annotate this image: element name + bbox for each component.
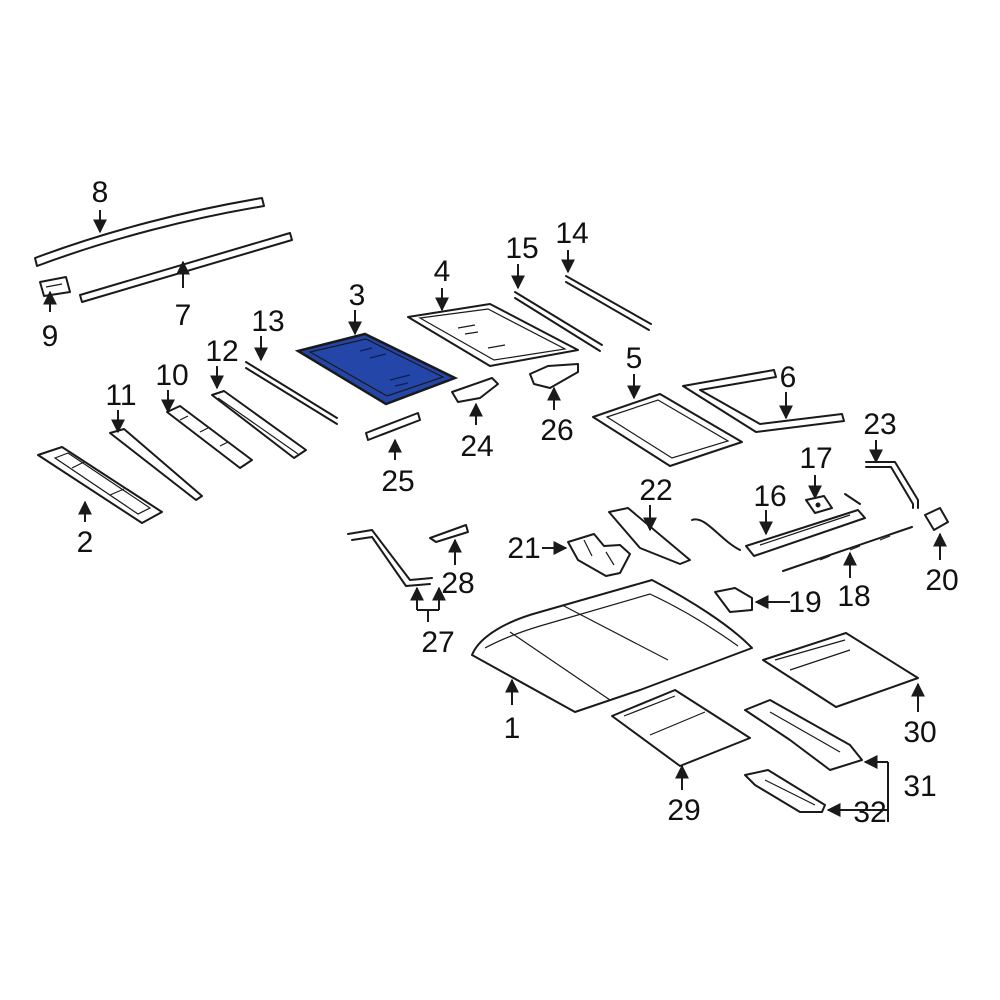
part-2-rear-glass[interactable]	[37, 446, 163, 524]
part-14-seal[interactable]	[565, 275, 652, 331]
part-8-roof-molding[interactable]	[34, 197, 265, 267]
part-28-bracket[interactable]	[429, 524, 469, 543]
callout-29: 29	[667, 794, 700, 827]
callout-10: 10	[155, 359, 188, 392]
callout-15: 15	[505, 232, 538, 265]
part-17-clip[interactable]	[805, 495, 833, 514]
part-6-trim[interactable]	[682, 369, 845, 433]
part-23-bar[interactable]	[865, 461, 919, 509]
callout-2: 2	[77, 526, 94, 559]
part-5-seal-frame[interactable]	[592, 393, 743, 467]
callout-17: 17	[799, 442, 832, 475]
part-26-bracket[interactable]	[529, 363, 579, 389]
callout-8: 8	[92, 176, 109, 209]
callout-3: 3	[349, 279, 366, 312]
callout-7: 7	[175, 299, 192, 332]
part-16-rail[interactable]	[691, 493, 866, 557]
callout-12: 12	[205, 335, 238, 368]
part-30-sunshade[interactable]	[762, 632, 919, 708]
part-1-roof-panel[interactable]	[471, 579, 753, 713]
part-10-deflector[interactable]	[166, 405, 253, 469]
callout-16: 16	[753, 480, 786, 513]
part-12-rail[interactable]	[211, 390, 307, 459]
callout-14: 14	[555, 217, 588, 250]
callout-22: 22	[639, 474, 672, 507]
part-27-frame[interactable]	[347, 529, 433, 587]
callout-21: 21	[507, 532, 540, 565]
callout-18: 18	[837, 580, 870, 613]
part-21-motor[interactable]	[567, 533, 631, 577]
callout-31: 31	[903, 770, 936, 803]
part-32-rail[interactable]	[744, 769, 826, 813]
callout-24: 24	[460, 430, 493, 463]
callout-5: 5	[626, 342, 643, 375]
callout-9: 9	[42, 320, 59, 353]
part-9-clip[interactable]	[39, 276, 71, 297]
callout-20: 20	[925, 564, 958, 597]
part-3-glass-panel[interactable]	[294, 332, 459, 406]
part-4-glass-frame[interactable]	[407, 303, 579, 367]
part-18-cable[interactable]	[782, 526, 913, 572]
callout-4: 4	[434, 255, 451, 288]
part-20-bracket[interactable]	[924, 507, 949, 531]
callout-28: 28	[441, 567, 474, 600]
callout-19: 19	[788, 586, 821, 619]
callout-26: 26	[540, 414, 573, 447]
part-22-guide[interactable]	[608, 507, 691, 565]
part-24-bracket[interactable]	[451, 377, 499, 403]
callout-25: 25	[381, 465, 414, 498]
callout-13: 13	[251, 305, 284, 338]
callout-labels: 8 7 9 2 11 10 12 13 3 4 15 14 5 6 24 25 …	[42, 176, 959, 829]
callout-11: 11	[105, 379, 136, 412]
callout-27: 27	[421, 626, 454, 659]
part-13-strip[interactable]	[245, 361, 338, 425]
part-7-molding-strip[interactable]	[79, 232, 293, 303]
callout-30: 30	[903, 716, 936, 749]
callout-32: 32	[853, 796, 886, 829]
callout-6: 6	[780, 361, 797, 394]
part-15-seal[interactable]	[514, 291, 603, 352]
callout-1: 1	[504, 712, 521, 745]
part-25-strip[interactable]	[365, 412, 421, 441]
callout-23: 23	[863, 408, 896, 441]
part-31-rail[interactable]	[744, 699, 863, 771]
leader-lines	[43, 210, 947, 822]
part-29-sunshade[interactable]	[611, 689, 751, 767]
part-19-bracket[interactable]	[714, 587, 753, 613]
